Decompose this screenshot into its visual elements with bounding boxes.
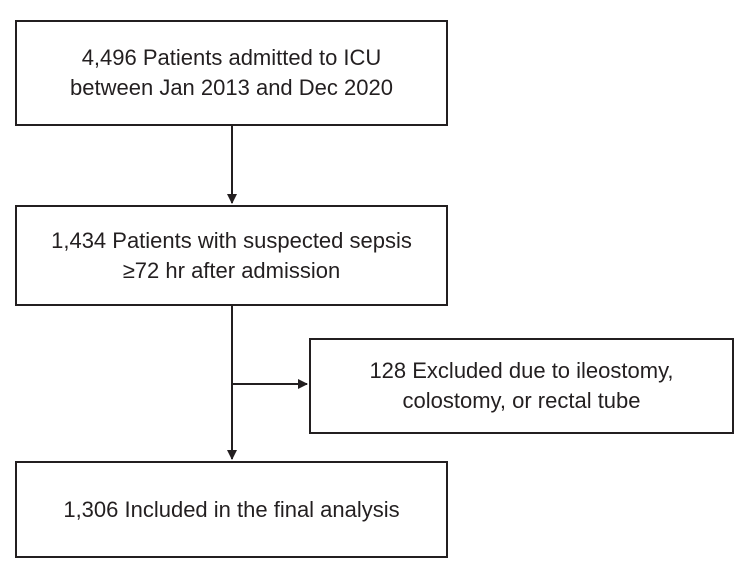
node-suspected-sepsis-line-1: 1,434 Patients with suspected sepsis: [51, 227, 412, 253]
node-suspected-sepsis-line-2: ≥72 hr after admission: [122, 257, 341, 283]
node-suspected-sepsis: 1,434 Patients with suspected sepsis ≥72…: [15, 205, 448, 306]
node-excluded-line-2: colostomy, or rectal tube: [402, 388, 641, 413]
node-admitted-line-1: 4,496 Patients admitted to ICU: [81, 45, 382, 70]
node-admitted: 4,496 Patients admitted to ICU between J…: [15, 20, 448, 126]
node-admitted-line-2: between Jan 2013 and Dec 2020: [70, 75, 393, 100]
node-excluded-line-1: 128 Excluded due to ileostomy,: [369, 358, 674, 383]
node-excluded: 128 Excluded due to ileostomy, colostomy…: [309, 338, 734, 434]
node-included: 1,306 Included in the final analysis: [15, 461, 448, 558]
node-included-line-1: 1,306 Included in the final analysis: [63, 496, 400, 522]
